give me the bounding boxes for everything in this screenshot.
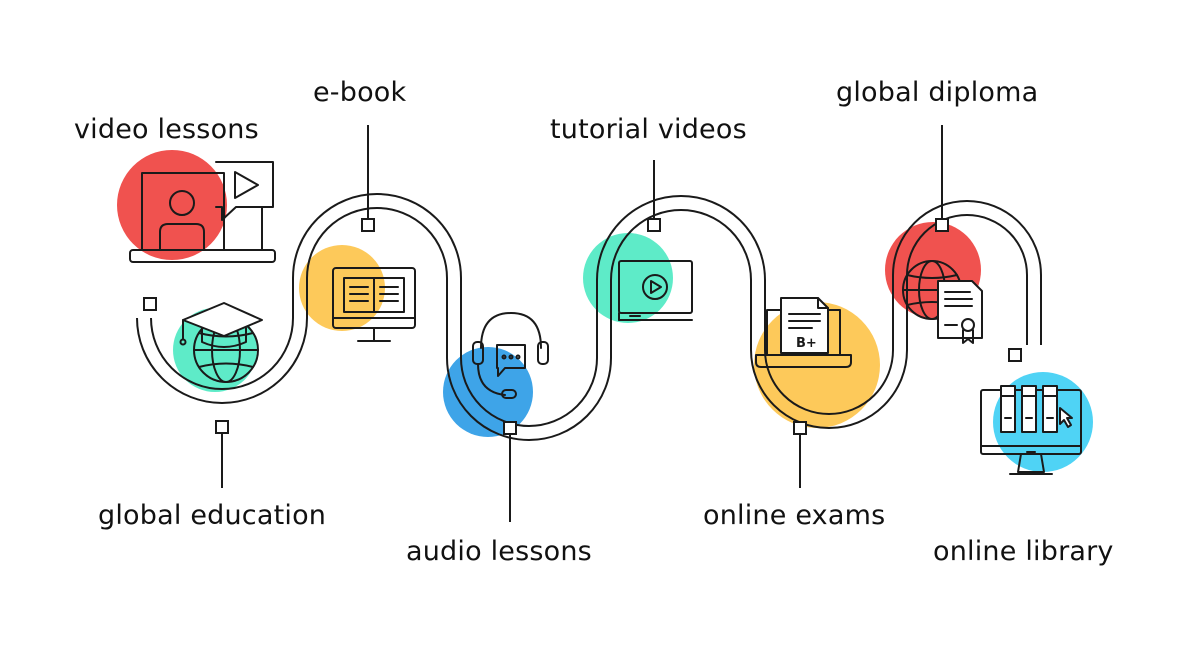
circle-ebook xyxy=(299,245,385,331)
node-global-education xyxy=(215,420,229,434)
computer-library-icon xyxy=(980,385,1082,475)
node-online-exams xyxy=(793,421,807,435)
video-lesson-icon xyxy=(129,161,276,263)
globe-diploma-icon xyxy=(902,260,983,344)
graduation-globe-icon xyxy=(179,302,263,383)
node-tutorial-videos xyxy=(647,218,661,232)
circle-audio-lessons xyxy=(443,347,533,437)
node-audio-lessons xyxy=(503,421,517,435)
circle-tutorial-videos xyxy=(583,233,673,323)
label-video-lessons: video lessons xyxy=(74,114,259,145)
ebook-icon xyxy=(332,267,416,342)
node-ebook xyxy=(361,218,375,232)
laptop-exam-icon: B+ xyxy=(755,297,852,368)
video-player-icon xyxy=(618,260,693,321)
headset-chat-icon xyxy=(472,312,549,399)
timeline-path-outer xyxy=(136,207,1028,441)
label-ebook: e-book xyxy=(313,77,407,108)
label-global-diploma: global diploma xyxy=(836,77,1039,108)
label-online-library: online library xyxy=(933,536,1114,567)
label-online-exams: online exams xyxy=(703,500,886,531)
timeline-path-inner xyxy=(150,193,1042,427)
node-global-diploma xyxy=(935,218,949,232)
node-start xyxy=(143,297,157,311)
label-audio-lessons: audio lessons xyxy=(406,536,592,567)
exam-grade-label: B+ xyxy=(796,336,817,351)
label-tutorial-videos: tutorial videos xyxy=(550,114,747,145)
label-global-education: global education xyxy=(98,500,327,531)
node-end xyxy=(1008,348,1022,362)
circle-video-lessons xyxy=(117,150,227,260)
